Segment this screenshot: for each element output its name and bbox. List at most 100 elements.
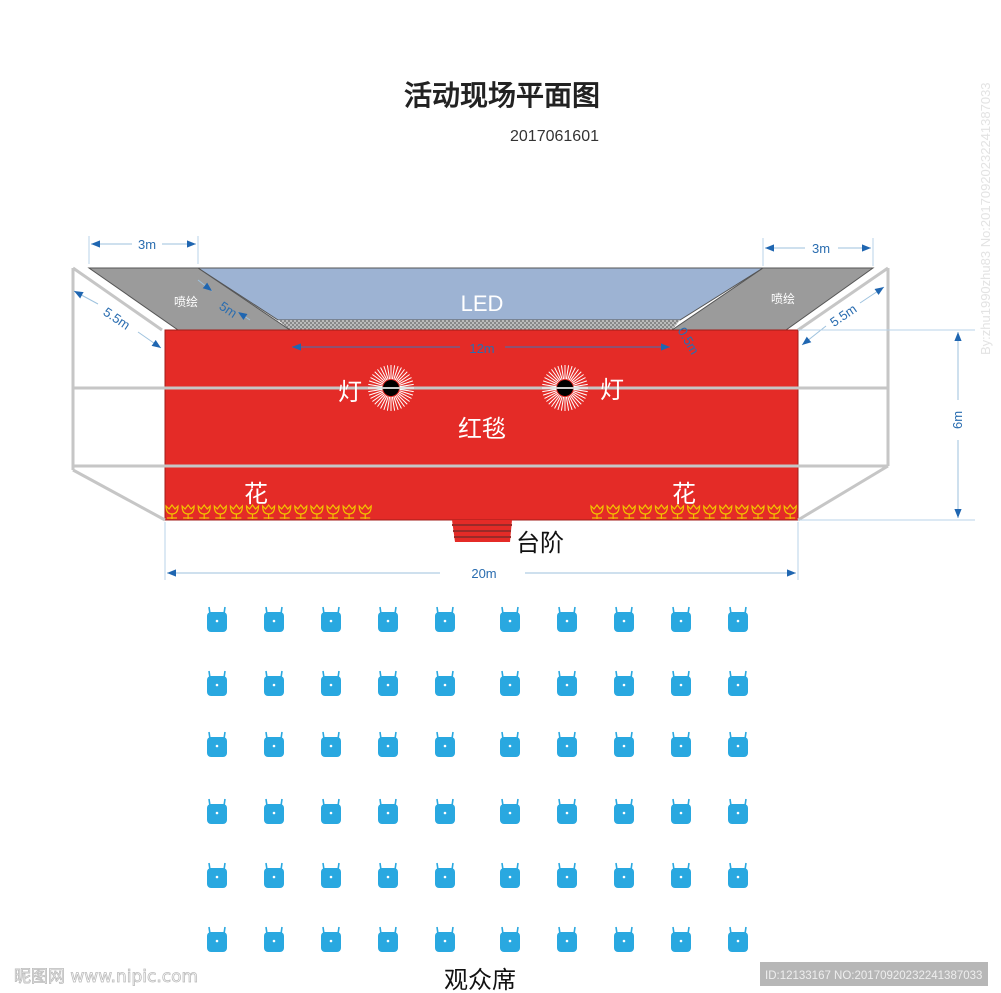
seat-icon <box>435 862 455 888</box>
svg-text:12m: 12m <box>469 341 494 356</box>
seat-icon <box>378 731 398 757</box>
seat-icon <box>614 798 634 824</box>
flower-icon <box>622 504 636 519</box>
flower-icon <box>751 504 765 519</box>
seat-icon <box>500 731 520 757</box>
seat-icon <box>671 926 691 952</box>
seat-icon <box>207 731 227 757</box>
seat-icon <box>671 606 691 632</box>
seat-icon <box>264 606 284 632</box>
seat-icon <box>557 606 577 632</box>
flower-icon <box>590 504 604 519</box>
flower-icon <box>326 504 340 519</box>
seat-icon <box>321 731 341 757</box>
right-print-label: 喷绘 <box>771 291 795 306</box>
dimension-stage-height: 6m <box>798 329 975 521</box>
spotlight-icon <box>368 365 414 411</box>
flower-icon <box>358 504 372 519</box>
seat-icon <box>264 926 284 952</box>
svg-text:5.5m: 5.5m <box>101 304 133 333</box>
flower-icon <box>670 504 685 519</box>
left-print-label: 喷绘 <box>174 294 198 309</box>
seat-icon <box>728 670 748 696</box>
seat-icon <box>500 670 520 696</box>
light-label-right: 灯 <box>600 376 624 404</box>
seat-icon <box>264 670 284 696</box>
audience-label: 观众席 <box>444 966 516 993</box>
seat-icon <box>378 670 398 696</box>
id-watermark: ID:12133167 NO:20170920232241387033 <box>765 970 982 982</box>
seat-icon <box>435 670 455 696</box>
seat-icon <box>614 606 634 632</box>
led-label: LED <box>461 291 504 316</box>
seat-icon <box>435 731 455 757</box>
flower-icon <box>606 504 620 519</box>
seat-icon <box>728 606 748 632</box>
audience-seating <box>207 606 748 952</box>
seat-icon <box>500 926 520 952</box>
seat-icon <box>557 670 577 696</box>
flower-icon <box>278 504 292 519</box>
stage-steps <box>452 520 512 542</box>
seat-icon <box>557 731 577 757</box>
steps-label: 台阶 <box>516 529 564 557</box>
seat-icon <box>671 798 691 824</box>
flower-icon <box>165 504 179 519</box>
spotlight-icon <box>542 365 588 411</box>
seat-icon <box>557 798 577 824</box>
flower-label-right: 花 <box>672 480 696 508</box>
side-watermark: By:zhu1990zhu83 No:20170920232241387033 <box>978 82 993 355</box>
seat-icon <box>207 926 227 952</box>
flower-icon <box>310 504 324 519</box>
seat-icon <box>378 862 398 888</box>
light-label-left: 灯 <box>338 378 362 406</box>
seat-icon <box>321 926 341 952</box>
led-base-strip <box>278 320 680 330</box>
flower-icon <box>197 504 211 519</box>
seat-icon <box>728 731 748 757</box>
seat-icon <box>207 606 227 632</box>
seat-icon <box>614 670 634 696</box>
flower-icon <box>654 504 669 519</box>
seat-icon <box>207 798 227 824</box>
flower-row <box>165 504 797 519</box>
seat-icon <box>500 798 520 824</box>
flower-icon <box>767 504 781 519</box>
dimension-led-width: 12m <box>292 341 670 356</box>
seat-icon <box>207 862 227 888</box>
id-watermark-box <box>760 962 988 986</box>
dimension-left-side-width: 3m <box>88 236 199 264</box>
seat-icon <box>321 862 341 888</box>
flower-icon <box>261 504 276 519</box>
seat-icon <box>557 926 577 952</box>
flower-icon <box>686 504 701 519</box>
flower-icon <box>294 504 308 519</box>
carpet-label: 红毯 <box>458 415 506 443</box>
flower-icon <box>213 504 227 519</box>
svg-text:3m: 3m <box>812 241 830 256</box>
flower-icon <box>342 504 356 519</box>
page-title: 活动现场平面图 <box>404 79 600 112</box>
seat-icon <box>435 606 455 632</box>
dimension-right-side-width: 3m <box>762 238 874 266</box>
seat-icon <box>435 798 455 824</box>
seat-icon <box>557 862 577 888</box>
seat-icon <box>614 862 634 888</box>
seat-icon <box>378 798 398 824</box>
seat-icon <box>728 926 748 952</box>
svg-text:20m: 20m <box>471 566 496 581</box>
dimension-stage-width: 20m <box>164 522 799 581</box>
seat-icon <box>500 862 520 888</box>
seat-icon <box>614 926 634 952</box>
seat-icon <box>264 862 284 888</box>
flower-icon <box>783 504 797 519</box>
svg-text:3m: 3m <box>138 237 156 252</box>
seat-icon <box>321 798 341 824</box>
flower-icon <box>735 504 749 519</box>
seat-icon <box>378 926 398 952</box>
flower-icon <box>719 504 733 519</box>
truss-frame <box>71 266 890 522</box>
seat-icon <box>321 606 341 632</box>
red-carpet <box>164 329 799 521</box>
